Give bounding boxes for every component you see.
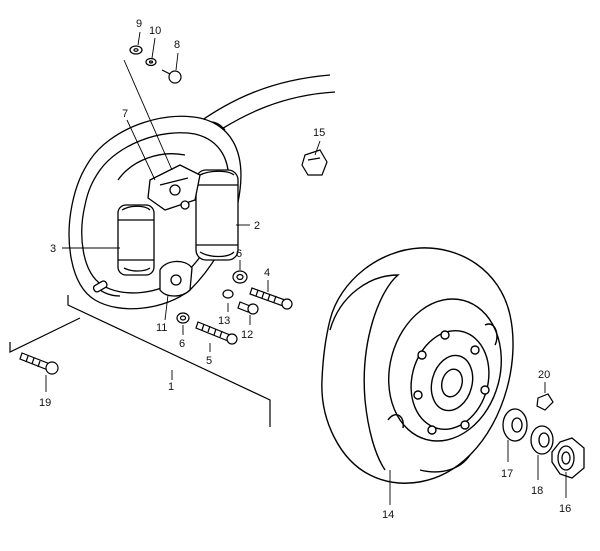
nut-16 <box>551 437 585 479</box>
screw-5 <box>195 321 238 345</box>
label-19: 19 <box>39 397 51 409</box>
condenser <box>159 260 193 297</box>
label-14: 14 <box>382 509 394 521</box>
label-3: 3 <box>50 243 56 255</box>
leader-lines <box>45 31 567 505</box>
label-11: 11 <box>156 322 167 334</box>
stator-coil-right <box>195 169 239 261</box>
label-2: 2 <box>254 220 260 232</box>
assembly-bracket <box>9 295 271 427</box>
part-labels: 1 2 3 4 5 6 6 7 8 9 10 11 12 13 14 15 16… <box>39 18 571 521</box>
stator-coil-left <box>117 204 155 276</box>
label-8: 8 <box>174 39 180 51</box>
screw-12 <box>237 301 259 315</box>
screw-4 <box>249 287 293 310</box>
contact-breaker <box>147 164 201 211</box>
label-17: 17 <box>501 468 513 480</box>
screw-19 <box>19 352 59 375</box>
stator-fasteners <box>129 45 248 324</box>
clip-15 <box>301 149 328 176</box>
label-5: 5 <box>206 355 212 367</box>
washer-17 <box>502 408 528 442</box>
label-15: 15 <box>313 127 325 139</box>
label-1: 1 <box>168 381 174 393</box>
label-6-top: 6 <box>236 248 242 260</box>
woodruff-key-20 <box>536 393 554 411</box>
label-10: 10 <box>149 25 161 37</box>
label-4: 4 <box>264 267 270 279</box>
flywheel-rotor <box>321 247 514 484</box>
label-18: 18 <box>531 485 543 497</box>
lock-washer-18 <box>530 425 554 455</box>
label-7: 7 <box>122 108 128 120</box>
label-12: 12 <box>241 329 253 341</box>
label-6-bottom: 6 <box>179 338 185 350</box>
label-20: 20 <box>538 369 550 381</box>
label-16: 16 <box>559 503 571 515</box>
label-13: 13 <box>218 315 230 327</box>
label-9: 9 <box>136 18 142 30</box>
